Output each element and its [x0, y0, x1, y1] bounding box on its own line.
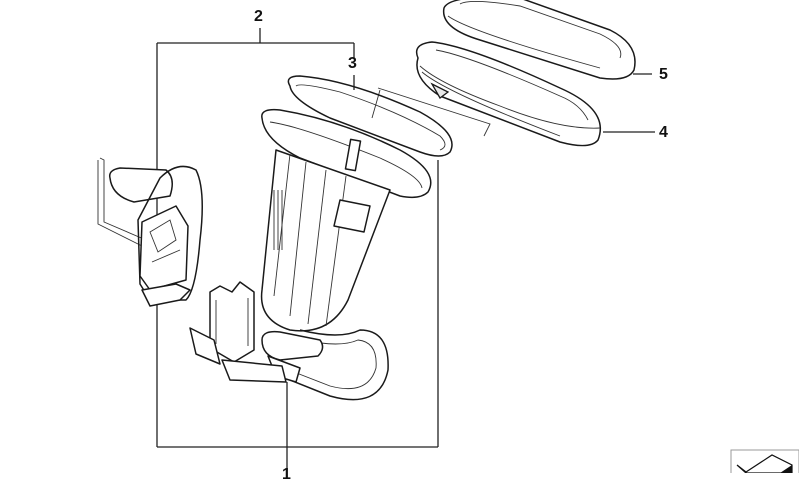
- callout-1-label[interactable]: 1: [282, 466, 291, 483]
- reference-card-icon[interactable]: [730, 449, 799, 473]
- fuel-pump-part: [189, 108, 432, 401]
- alignment-line: [377, 87, 491, 137]
- callout-4-label[interactable]: 4: [659, 124, 668, 141]
- callout-3-label[interactable]: 3: [348, 55, 357, 72]
- parts-diagram: 2 3 5 4 1: [97, 0, 799, 483]
- locking-ring-part: [415, 41, 602, 147]
- level-sensor-part: [97, 157, 203, 307]
- diagram-drawing: [97, 0, 799, 473]
- callout-2-label[interactable]: 2: [254, 8, 263, 25]
- seal-ring-part: [287, 75, 453, 157]
- cover-cap-part: [442, 0, 636, 80]
- callout-5-label[interactable]: 5: [659, 66, 668, 83]
